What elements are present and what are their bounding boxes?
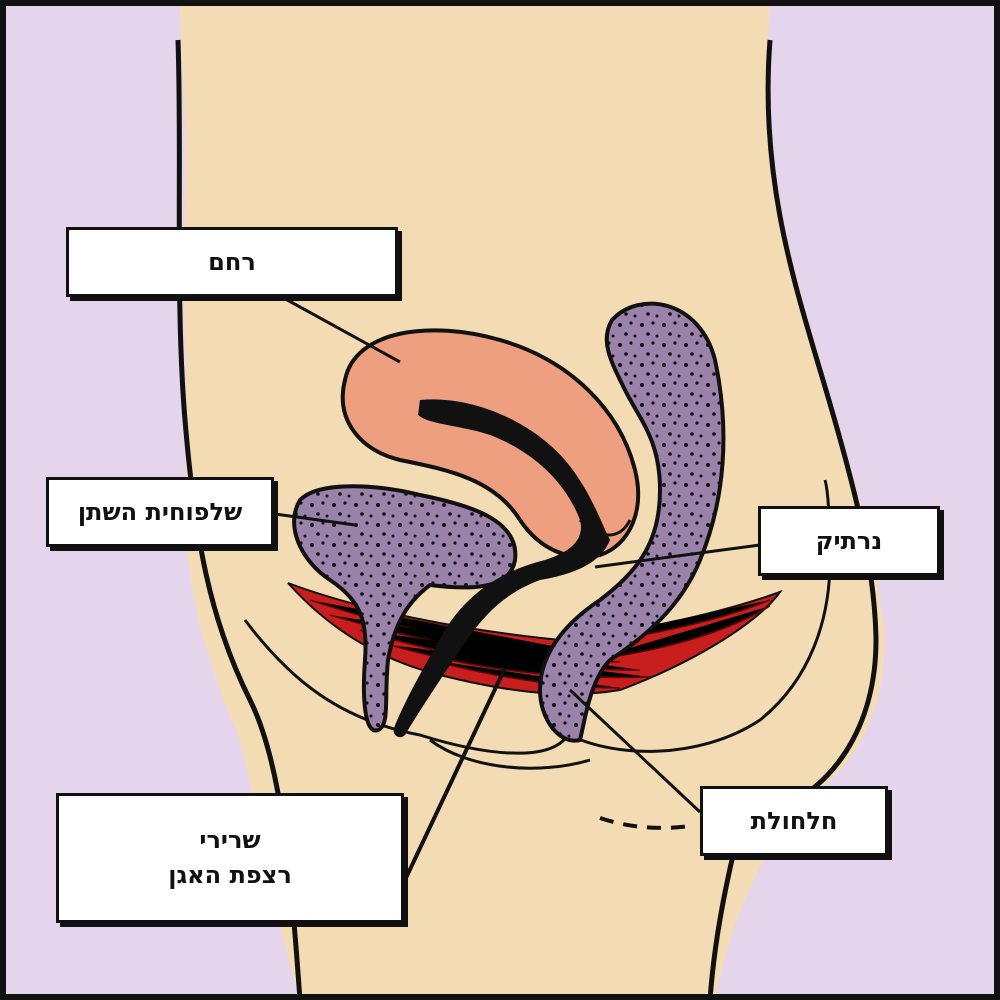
uterus-leader-line	[279, 294, 401, 364]
pelvic-floor-leader-line	[403, 667, 507, 881]
label-pelvic-floor-line2: רצפת האגן	[168, 861, 292, 889]
dashed-crease	[599, 816, 691, 830]
rectum-texture	[540, 303, 724, 741]
uterus-shape	[340, 328, 641, 559]
label-uterus: רחם	[66, 227, 398, 297]
label-pelvic-floor-line1: שרירי	[199, 826, 261, 855]
body-outline-right	[765, 39, 879, 813]
muscle-striations	[309, 599, 771, 689]
vagina-canal	[393, 399, 610, 738]
label-bladder: שלפוחית השתן	[46, 477, 274, 547]
rectum-leader-line	[568, 688, 702, 814]
bladder-texture	[294, 486, 516, 731]
label-uterus-text: רחם	[208, 247, 256, 276]
leg-line	[429, 738, 591, 770]
label-vagina: נרתיק	[758, 506, 940, 576]
label-rectum-text: חלחולת	[750, 806, 838, 835]
perineum-line	[243, 619, 572, 755]
label-bladder-text: שלפוחית השתן	[77, 497, 243, 526]
vagina-leader-line	[594, 543, 761, 569]
label-pelvic-floor: שרירי רצפת האגן	[56, 793, 404, 923]
bladder-leader-line	[274, 512, 356, 527]
label-vagina-text: נרתיק	[815, 526, 883, 555]
label-rectum: חלחולת	[700, 786, 888, 856]
